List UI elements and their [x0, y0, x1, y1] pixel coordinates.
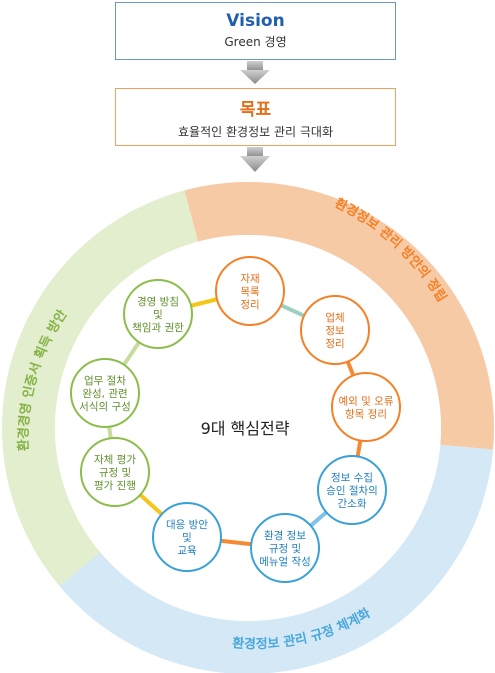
strategy-node-text: 규정 및 — [99, 467, 131, 479]
goal-title: 목표 — [239, 100, 272, 120]
strategy-node-text: 경영 방침 — [137, 295, 179, 308]
strategy-node-text: 정리 — [325, 338, 344, 350]
strategy-node-circle — [317, 455, 387, 525]
strategy-node-text: 자체 평가 — [94, 454, 136, 466]
strategy-node-circle — [250, 513, 320, 583]
strategy-node-text: 업체 — [325, 311, 344, 324]
goal-box: 목표 효율적인 환경정보 관리 극대화 — [115, 88, 396, 146]
strategy-node-text: 예외 및 오류 — [339, 395, 394, 408]
strategy-node-circle — [215, 256, 285, 326]
strategy-node-text: 메뉴얼 작성 — [259, 556, 311, 568]
strategy-node-text: 승인 절차의 — [326, 484, 378, 497]
strategy-node-circle — [80, 437, 150, 507]
sector-wedge-0 — [184, 182, 495, 450]
strategy-node-text: 책임과 권한 — [132, 321, 184, 334]
vision-box: Vision Green 경영 — [115, 2, 396, 60]
strategy-node-text: 및 — [182, 532, 192, 544]
strategy-node-text: 대응 방안 — [166, 519, 208, 531]
strategy-node-text: 목록 — [240, 286, 260, 298]
sector-wedge-1 — [59, 444, 494, 673]
center-label: 9대 핵심전략 — [201, 419, 290, 438]
vision-subtitle: Green 경영 — [224, 35, 287, 49]
strategy-node-circle — [331, 372, 401, 442]
vision-title: Vision — [226, 11, 285, 31]
strategy-node-text: 정리 — [240, 299, 259, 311]
strategy-node-text: 평가 진행 — [94, 480, 136, 492]
strategy-node-text: 완성, 관련 — [82, 387, 127, 400]
strategy-node-text: 규정 및 — [269, 543, 301, 555]
down-arrow-1 — [240, 61, 270, 84]
strategy-node-text: 정보 수집 — [331, 472, 373, 484]
strategy-node-circle — [70, 358, 140, 428]
strategy-node-text: 항목 정리 — [345, 409, 387, 421]
strategy-node-text: 업무 절차 — [84, 374, 126, 387]
goal-subtitle: 효율적인 환경정보 관리 극대화 — [178, 125, 333, 139]
strategy-node-text: 및 — [153, 309, 163, 321]
strategy-node-text: 환경 정보 — [264, 529, 306, 542]
sector-ring — [1, 182, 495, 673]
strategy-node-text: 정보 — [325, 325, 345, 337]
strategy-node-circle — [300, 295, 370, 365]
strategy-node-text: 서식의 구성 — [79, 401, 131, 413]
down-arrow-2 — [240, 147, 270, 172]
sector-wedge-2 — [1, 190, 199, 587]
strategy-node-text: 교육 — [177, 545, 197, 557]
strategy-node-circle — [152, 502, 222, 572]
strategy-node-text: 간소화 — [338, 498, 367, 510]
strategy-node-text: 자재 — [240, 273, 259, 285]
strategy-node-circle — [123, 279, 193, 349]
